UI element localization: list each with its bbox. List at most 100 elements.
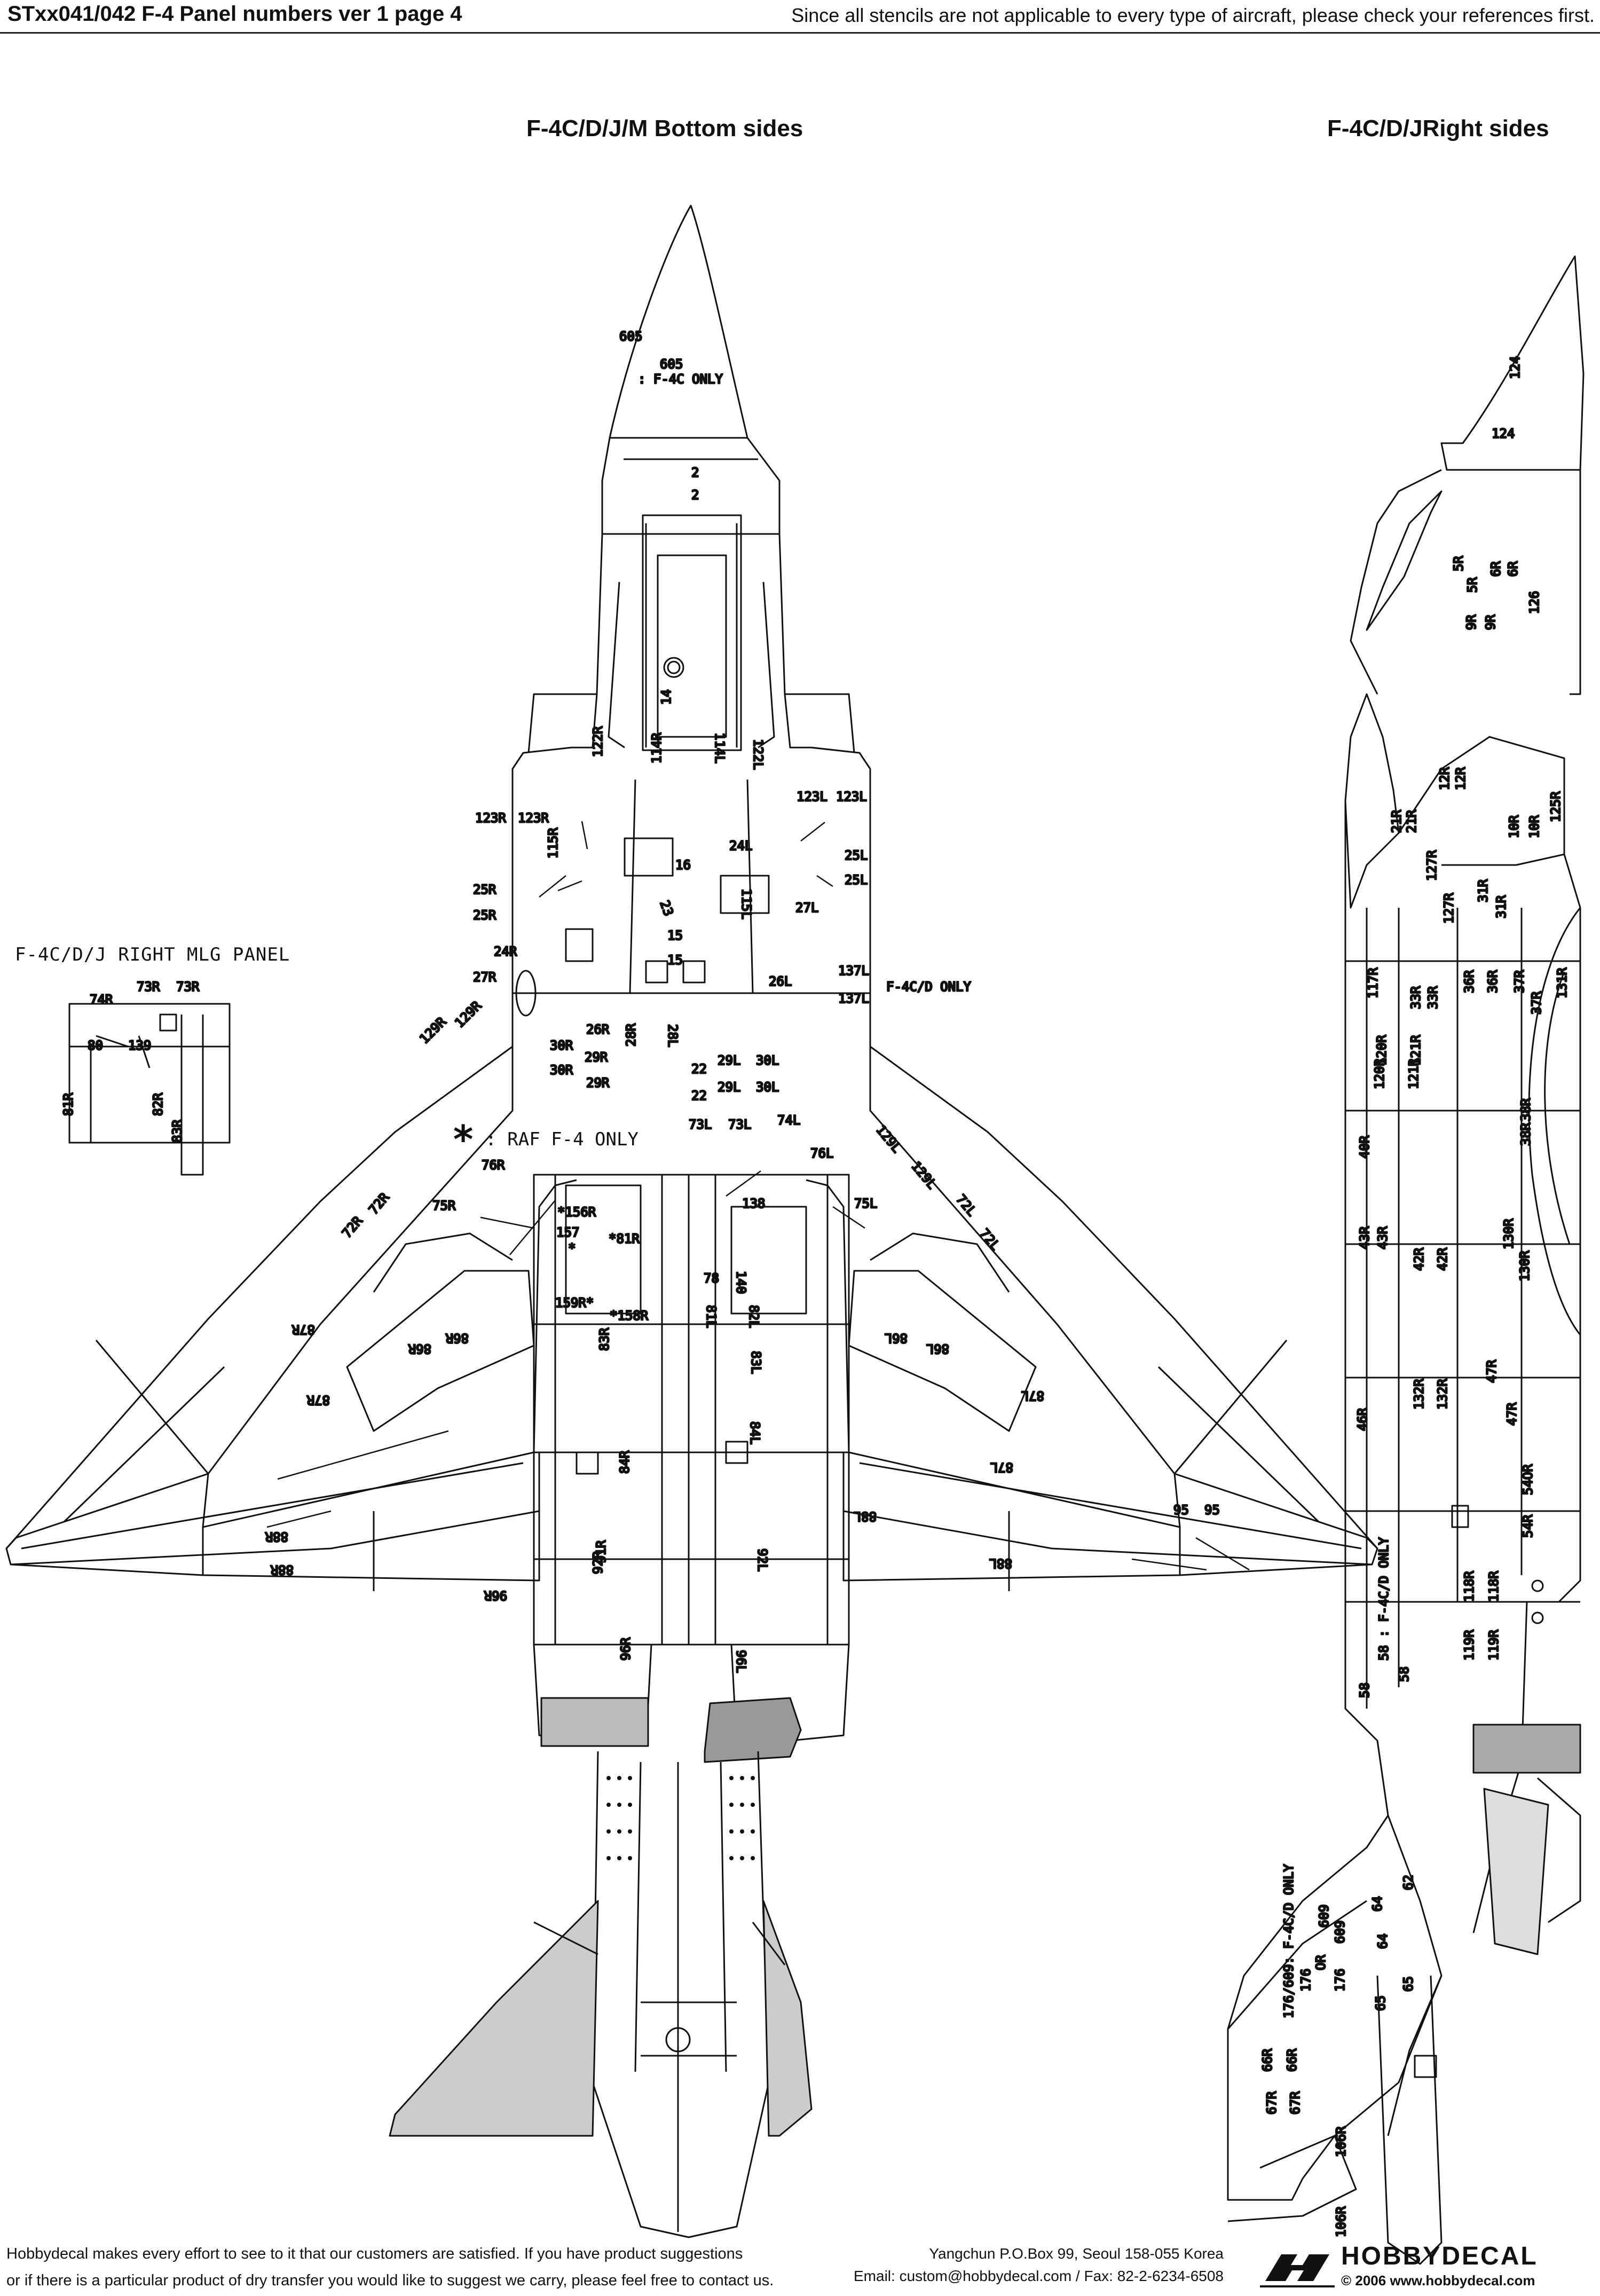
panel-label: 106R [1334, 2206, 1349, 2237]
panel-label: 54R [1520, 1514, 1535, 1538]
panel-label: 15 [667, 953, 683, 968]
panel-label: 159R* [555, 1295, 594, 1310]
panel-label: OR [1313, 1955, 1328, 1970]
panel-label: 122R [590, 726, 605, 757]
panel-label: 28R [624, 1023, 639, 1047]
panel-label: 609 [1333, 1921, 1347, 1944]
panel-label: 118R [1462, 1571, 1477, 1602]
mlg-panel-drawing [68, 1003, 231, 1176]
panel-label: *158R [610, 1308, 649, 1323]
bottom-view-labels: 605 605 : F-4C ONLY 2 2 14 16 15 15 23 2… [264, 328, 1221, 1674]
panel-label: 96L [734, 1650, 748, 1673]
panel-label: 82L [746, 1305, 761, 1328]
panel-label: 16 [675, 858, 691, 872]
panel-label: 31R [1476, 879, 1491, 902]
panel-label: 120R [1374, 1035, 1389, 1066]
panel-label: 130R [1501, 1218, 1516, 1249]
panel-label: 137L [838, 963, 869, 978]
panel-label: 30R [550, 1038, 573, 1053]
panel-label: 9R [1464, 615, 1479, 630]
panel-label: 87R [291, 1322, 315, 1337]
panel-label: 157 [556, 1225, 579, 1240]
panel-label: 88L [989, 1556, 1012, 1571]
panel-label: 127R [1424, 850, 1439, 881]
panel-label: 64 [1375, 1933, 1390, 1949]
panel-label: 67R [1288, 2091, 1303, 2114]
panel-label: 125R [1548, 791, 1563, 822]
panel-label: 33R [1425, 986, 1440, 1009]
brand-logo: HOBBYDECAL © 2006 www.hobbydecal.com [1260, 2240, 1596, 2294]
panel-label: 9R [1483, 615, 1498, 630]
panel-label: 24R [494, 944, 517, 959]
panel-label: 15 [667, 928, 683, 943]
panel-label: 132R [1435, 1379, 1450, 1410]
panel-label: 22 [691, 1088, 707, 1103]
panel-label: 132R [1412, 1379, 1426, 1410]
panel-label: 75R [432, 1198, 456, 1213]
reference-note: Since all stencils are not applicable to… [791, 4, 1595, 26]
panel-label: * [568, 1241, 576, 1256]
panel-label: 122L [751, 739, 766, 770]
panel-label: 65 [1373, 1995, 1388, 2011]
panel-label: 29L [718, 1080, 740, 1095]
panel-label: 176 [1298, 1969, 1313, 1992]
panel-label: 131R [1555, 968, 1570, 998]
panel-label: 83L [748, 1351, 763, 1374]
panel-label: 73R [176, 979, 200, 994]
panel-label: 74L [777, 1113, 800, 1128]
panel-label: 120R [1372, 1058, 1387, 1089]
panel-label: F-4C/D ONLY [886, 979, 971, 994]
panel-label: 65 [1401, 1976, 1416, 1992]
footer-email-fax: Email: custom@hobbydecal.com / Fax: 82-2… [854, 2268, 1224, 2284]
panel-label: 76L [810, 1146, 833, 1161]
panel-label: 123R [518, 811, 549, 825]
panel-label: 83R [170, 1119, 185, 1143]
panel-label: 88R [265, 1529, 288, 1544]
panel-label: 2 [691, 465, 699, 480]
panel-label: 127R [1441, 893, 1456, 924]
right-view-title: F-4C/D/JRight sides [1327, 115, 1549, 141]
panel-label: 92L [755, 1548, 770, 1571]
panel-label: 23 [657, 898, 676, 918]
panel-label: 27L [795, 900, 818, 915]
panel-label: 67R [1264, 2091, 1279, 2114]
side-view-labels: 124 124 5R 5R 6R 6R 9R 9R 126 12R 12R 21… [1259, 355, 1571, 2238]
panel-label: 121R [1408, 1035, 1423, 1066]
footer-line-1: Hobbydecal makes every effort to see to … [6, 2245, 743, 2262]
panel-label: *156R [557, 1205, 596, 1220]
panel-label: 58 [1357, 1682, 1372, 1698]
panel-label: 88L [854, 1509, 877, 1524]
panel-label: 114R [649, 733, 664, 764]
panel-label: 129R [452, 998, 484, 1031]
panel-label: 58 : F-4C/D ONLY [1376, 1537, 1391, 1661]
panel-label: 80 [88, 1038, 103, 1053]
panel-label: 130R [1517, 1251, 1532, 1281]
panel-label: 6R [1506, 561, 1520, 577]
panel-label: 24L [729, 838, 752, 853]
panel-label: 10R [1527, 815, 1542, 838]
panel-label: 81R [61, 1092, 76, 1116]
panel-label: 12R [1453, 767, 1468, 790]
panel-label: 72R [339, 1213, 366, 1241]
panel-label: 72L [953, 1192, 979, 1219]
panel-label: 40R [1357, 1135, 1372, 1159]
panel-label: 76R [482, 1158, 505, 1173]
panel-label: 73L [689, 1117, 712, 1132]
panel-label: 66R [1260, 2048, 1275, 2072]
panel-label: 30L [756, 1080, 779, 1095]
panel-label: 10R [1507, 815, 1522, 838]
panel-label: 36R [1485, 970, 1500, 993]
panel-label: 95 [1204, 1503, 1220, 1517]
mlg-labels: 74R 73R 73R 80 139 81R 82R 83R [60, 979, 201, 1144]
panel-label: 42R [1435, 1247, 1450, 1271]
panel-label: 73R [137, 979, 160, 994]
panel-label: 38R [1518, 1098, 1533, 1121]
panel-label: 25R [473, 882, 496, 897]
panel-label: 37R [1529, 991, 1544, 1015]
panel-label: 115L [739, 888, 754, 919]
panel-label: 124 [1492, 426, 1515, 441]
panel-label: 62 [1401, 1875, 1416, 1890]
panel-label: 123L [797, 789, 827, 804]
panel-label: 129R [416, 1014, 449, 1047]
